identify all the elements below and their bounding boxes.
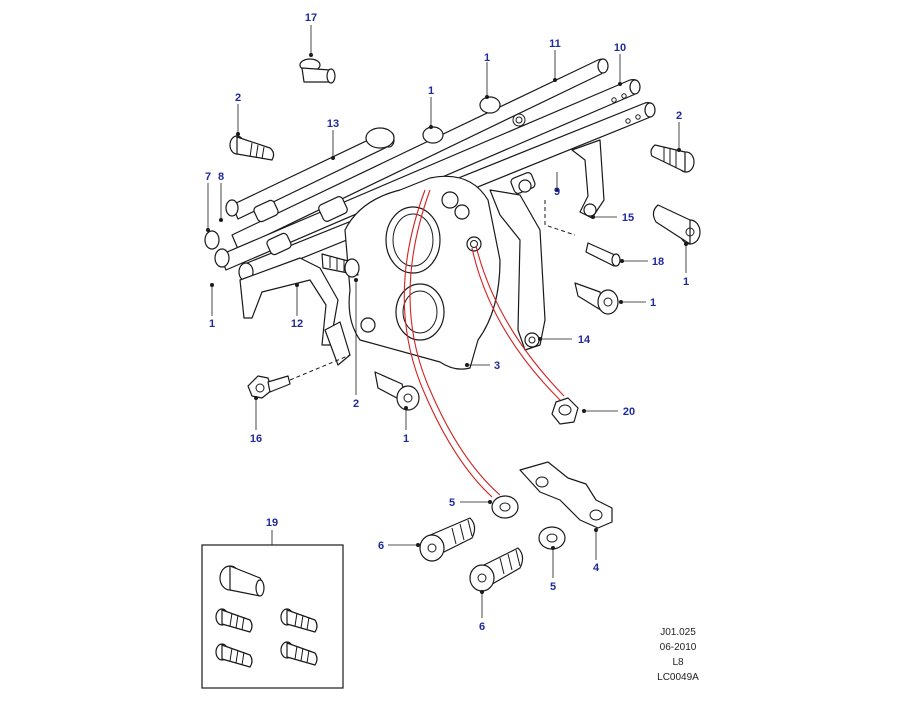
reference-illustration-id: LC0049A xyxy=(657,672,699,683)
callout-1: 1 xyxy=(683,276,689,288)
callout-2: 2 xyxy=(235,92,241,104)
socket-bolt-1-upper xyxy=(652,204,701,245)
callout-17: 17 xyxy=(305,12,317,24)
reference-code: J01.025 xyxy=(660,627,696,638)
callout-2: 2 xyxy=(353,398,359,410)
callout-7: 7 xyxy=(205,171,211,183)
callout-12: 12 xyxy=(291,318,303,330)
selector-arm-14 xyxy=(489,189,546,351)
stud-bolt-2-left xyxy=(229,135,275,161)
selector-fork-12 xyxy=(239,257,376,366)
callout-18: 18 xyxy=(652,256,664,268)
nut-20 xyxy=(551,397,579,425)
callout-16: 16 xyxy=(250,433,262,445)
stud-bolt-2-right xyxy=(650,144,695,173)
callout-13: 13 xyxy=(327,118,339,130)
callout-9: 9 xyxy=(554,186,560,198)
kit-box-19 xyxy=(201,544,344,689)
callout-1: 1 xyxy=(484,52,490,64)
washer-5-lower xyxy=(538,526,566,550)
callout-5: 5 xyxy=(550,581,556,593)
callout-4: 4 xyxy=(593,562,600,574)
callout-1: 1 xyxy=(403,433,409,445)
flange-bolt-16 xyxy=(247,375,291,399)
reference-date: 06-2010 xyxy=(659,642,697,653)
callout-8: 8 xyxy=(218,171,224,183)
callout-1: 1 xyxy=(428,85,434,97)
dowel-pin-18 xyxy=(585,242,621,267)
reference-block: J01.025 06-2010 L8 LC0049A xyxy=(655,625,701,685)
gate-housing xyxy=(344,175,501,370)
callout-6: 6 xyxy=(378,540,384,552)
callout-5: 5 xyxy=(449,497,455,509)
callout-20: 20 xyxy=(623,406,635,418)
washer-5-upper xyxy=(491,495,519,519)
callout-2: 2 xyxy=(676,110,682,122)
callout-labels: 17 2 13 1 1 11 10 2 7 8 9 15 18 1 1 1 12… xyxy=(205,12,689,633)
callout-14: 14 xyxy=(578,334,591,346)
callout-3: 3 xyxy=(494,360,500,372)
callout-6: 6 xyxy=(479,621,485,633)
bolt-17 xyxy=(299,58,336,84)
leader-lines xyxy=(207,25,687,618)
callout-10: 10 xyxy=(614,42,626,54)
socket-bolt-1-middle xyxy=(574,282,619,315)
reference-model: L8 xyxy=(672,657,684,668)
callout-1: 1 xyxy=(650,297,656,309)
callout-15: 15 xyxy=(622,212,634,224)
leader-dots xyxy=(206,53,688,594)
callout-1: 1 xyxy=(209,318,215,330)
stud-bolt-2-center xyxy=(321,253,360,278)
socket-bolt-6-lower xyxy=(469,547,524,592)
socket-bolt-6-upper xyxy=(419,517,476,562)
callout-19: 19 xyxy=(266,517,278,529)
socket-bolt-1-lower xyxy=(374,371,420,411)
callout-11: 11 xyxy=(549,38,561,50)
selector-fork-15 xyxy=(571,139,605,219)
highlight-lines xyxy=(403,189,565,498)
interlock-plate-4 xyxy=(519,461,613,529)
